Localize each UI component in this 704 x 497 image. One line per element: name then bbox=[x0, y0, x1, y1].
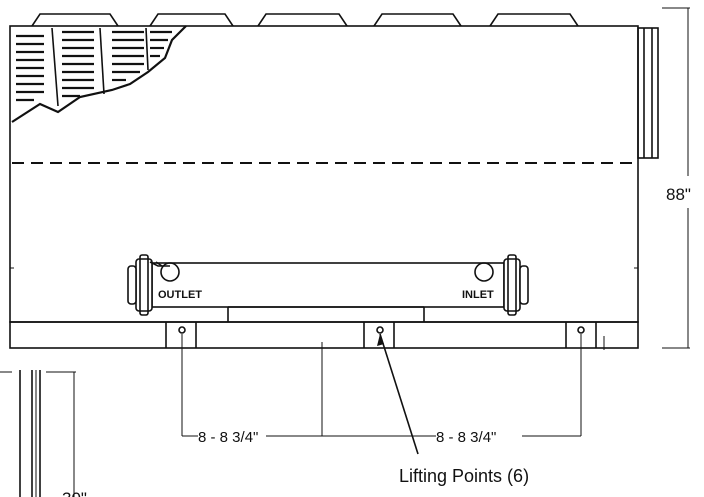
top-tabs bbox=[31, 13, 579, 27]
side-duct bbox=[637, 27, 659, 159]
inlet-label: INLET bbox=[462, 289, 494, 301]
outlet-label: OUTLET bbox=[158, 289, 202, 301]
header-pipe bbox=[127, 254, 529, 322]
base-skid bbox=[9, 321, 639, 350]
lifting-points-label: Lifting Points (6) bbox=[399, 466, 529, 486]
spacing-dimension-lines bbox=[181, 333, 582, 455]
inlet-port bbox=[474, 262, 494, 282]
cabinet-body bbox=[9, 25, 639, 323]
lifting-point-hole bbox=[376, 326, 384, 334]
lifting-point-hole bbox=[577, 326, 585, 334]
height-dimension-label: 88" bbox=[666, 185, 691, 204]
height-dimension-line bbox=[662, 7, 690, 349]
outlet-port bbox=[160, 262, 180, 282]
spacing-left-label: 8 - 8 3/4" bbox=[198, 429, 258, 446]
cutaway-hatch bbox=[11, 25, 187, 123]
lifting-point-hole bbox=[178, 326, 186, 334]
spacing-right-label: 8 - 8 3/4" bbox=[436, 429, 496, 446]
side-view-partial bbox=[0, 370, 76, 497]
side-view-dimension-label: 30" bbox=[62, 489, 87, 497]
